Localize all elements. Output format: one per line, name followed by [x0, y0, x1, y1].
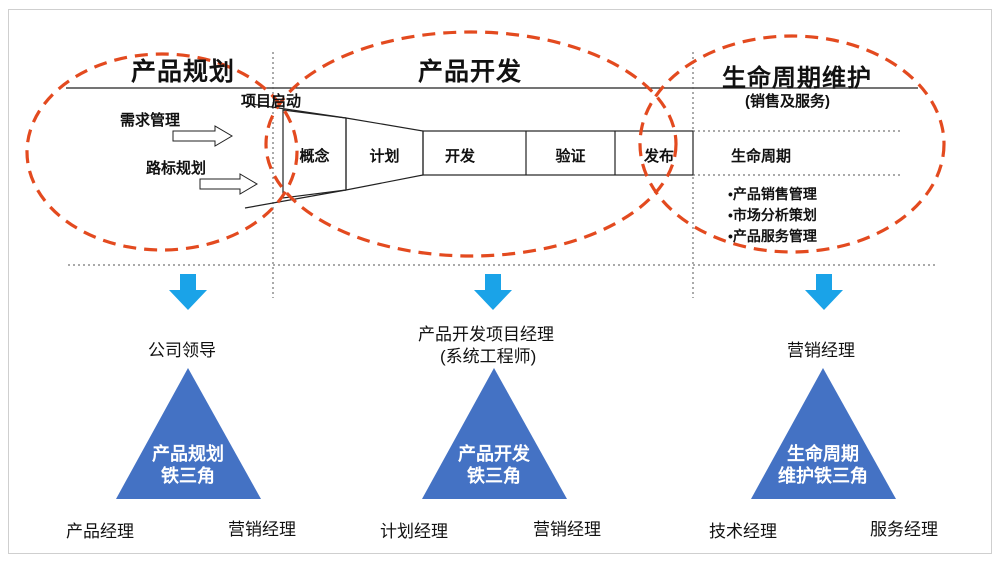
- funnel-bottom-line: [244, 189, 347, 209]
- step-plan: 计划: [369, 148, 400, 165]
- lifecycle-triangle-line2: 维护铁三角: [778, 466, 868, 486]
- development-title: 产品开发: [418, 58, 523, 86]
- requirement-management-label: 需求管理: [120, 112, 181, 129]
- lifecycle-item-market: •市场分析策划: [728, 207, 817, 223]
- lifecycle-ellipse: [638, 34, 946, 254]
- role-technical-manager: 技术经理: [709, 522, 777, 541]
- lifecycle-down-arrow: [805, 274, 843, 310]
- planning-title: 产品规划: [131, 58, 236, 86]
- development-triangle-line1: 产品开发: [458, 444, 530, 464]
- role-product-manager: 产品经理: [66, 522, 134, 541]
- development-ellipse: [264, 30, 678, 258]
- role-development-marketing-manager: 营销经理: [533, 520, 601, 539]
- step-release: 发布: [643, 148, 674, 165]
- step-concept: 概念: [299, 148, 330, 165]
- planning-ellipse: [25, 52, 299, 252]
- lifecycle-triangle-label: 生命周期 维护铁三角: [763, 443, 883, 487]
- development-triangle-line2: 铁三角: [467, 466, 521, 486]
- development-leader-line1: 产品开发项目经理: [418, 325, 554, 344]
- lifecycle-subtitle: (销售及服务): [745, 93, 830, 110]
- lifecycle-triangle-line1: 生命周期: [787, 444, 859, 464]
- roadmap-planning-label: 路标规划: [146, 160, 207, 177]
- role-planning-marketing-manager: 营销经理: [228, 520, 296, 539]
- lifecycle-item-sales: •产品销售管理: [728, 186, 817, 202]
- development-triangle: [422, 368, 567, 499]
- project-start-label: 项目启动: [241, 93, 302, 110]
- role-service-manager: 服务经理: [870, 520, 938, 539]
- requirement-arrow: [172, 125, 233, 147]
- lifecycle-leader: 营销经理: [787, 341, 855, 360]
- lifecycle-bar-label: 生命周期: [731, 148, 792, 165]
- planning-down-arrow: [169, 274, 207, 310]
- role-plan-manager: 计划经理: [380, 522, 448, 541]
- planning-triangle-line1: 产品规划: [152, 444, 224, 464]
- lifecycle-item-service: •产品服务管理: [728, 228, 817, 244]
- planning-triangle-line2: 铁三角: [161, 466, 215, 486]
- steps-bar: [422, 130, 694, 176]
- lifecycle-triangle: [751, 368, 896, 499]
- planning-triangle-label: 产品规划 铁三角: [128, 443, 248, 487]
- planning-triangle: [116, 368, 261, 499]
- step-develop: 开发: [444, 148, 475, 165]
- lifecycle-title: 生命周期维护: [722, 65, 872, 92]
- step-verify: 验证: [555, 148, 586, 165]
- planning-leader: 公司领导: [148, 341, 216, 360]
- development-triangle-label: 产品开发 铁三角: [434, 443, 554, 487]
- roadmap-arrow: [199, 173, 258, 195]
- development-down-arrow: [474, 274, 512, 310]
- development-leader-line2: (系统工程师): [440, 347, 537, 366]
- diagram-frame: [8, 9, 992, 554]
